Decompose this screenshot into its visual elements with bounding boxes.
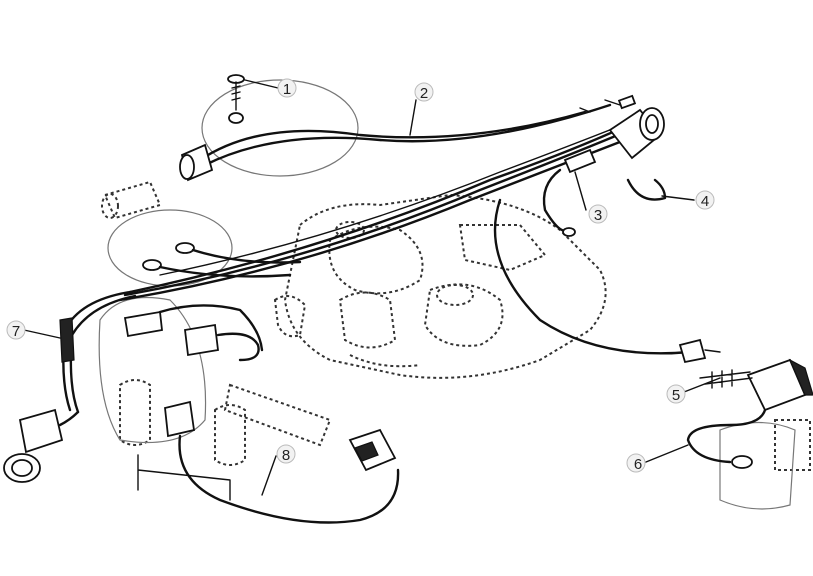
callout-7: 7: [6, 320, 26, 340]
engine-block-outline: [273, 193, 607, 379]
clip-part: [626, 178, 667, 201]
dashed-sensor-lower: [119, 379, 332, 466]
svg-text:2: 2: [420, 85, 428, 102]
harness-7: [3, 290, 137, 483]
callout-6: 6: [626, 453, 646, 473]
callout-5: 5: [666, 384, 686, 404]
svg-text:4: 4: [701, 193, 709, 210]
relay-unit: [686, 358, 813, 469]
multi-pin-connector: [608, 107, 665, 160]
svg-text:3: 3: [594, 207, 602, 224]
callout-2: 2: [414, 82, 434, 102]
dashed-bracket-right: [774, 419, 811, 471]
screw-part: [227, 74, 245, 124]
callout-leaders: [23, 79, 721, 496]
svg-text:1: 1: [283, 81, 291, 98]
svg-text:7: 7: [12, 323, 20, 340]
callout-4: 4: [695, 190, 715, 210]
svg-text:8: 8: [282, 447, 290, 464]
callout-3: 3: [588, 204, 608, 224]
spade-connectors: [123, 304, 264, 362]
svg-text:5: 5: [672, 387, 680, 404]
svg-text:6: 6: [634, 456, 642, 473]
ring-terminals: [142, 242, 302, 278]
cable-to-relay: [493, 198, 721, 364]
branch-cable-3: [542, 148, 597, 237]
harness-8: [137, 400, 400, 524]
callout-1: 1: [277, 78, 297, 98]
upper-cable: [179, 94, 637, 182]
callout-8: 8: [276, 444, 296, 464]
dashed-fitting-left: [101, 180, 162, 220]
